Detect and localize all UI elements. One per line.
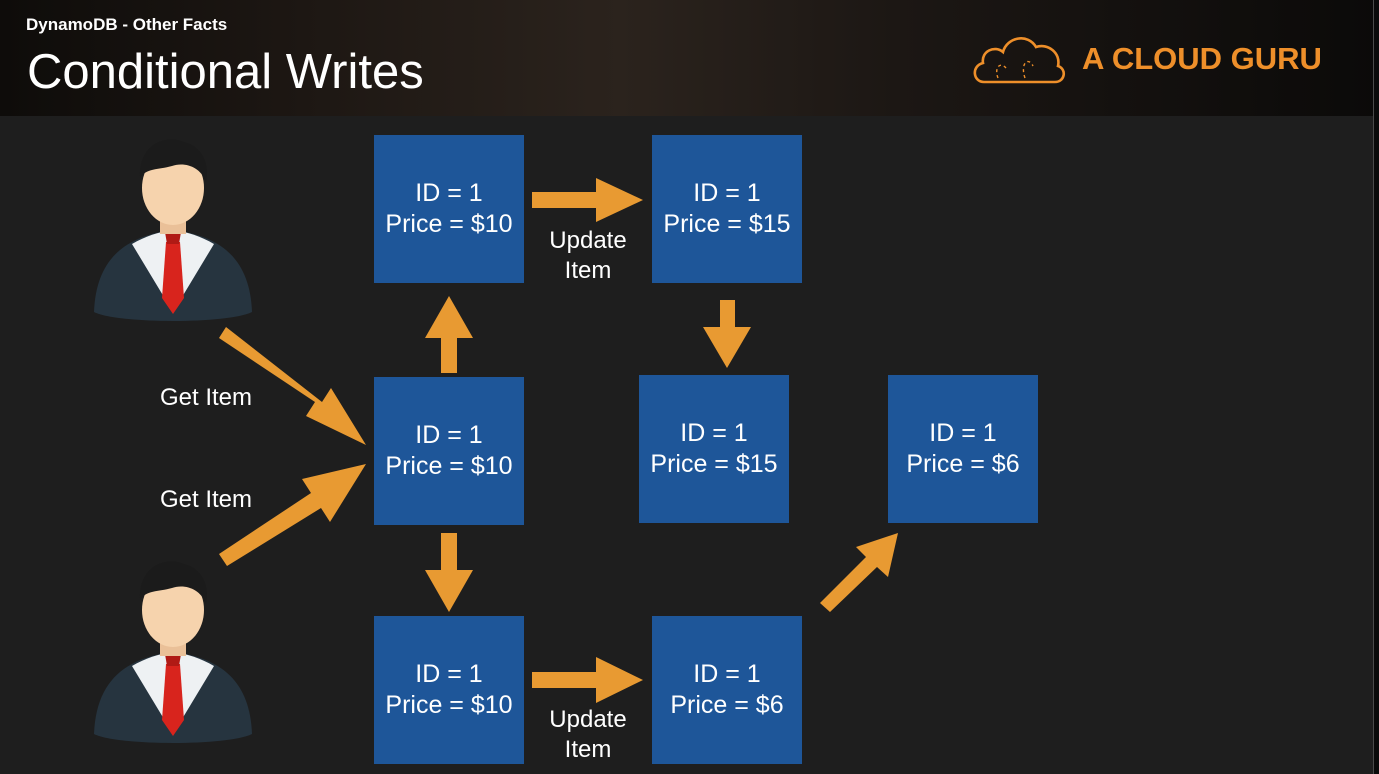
page-title: Conditional Writes bbox=[27, 45, 424, 99]
item-box-bottom-left: ID = 1 Price = $10 bbox=[374, 616, 524, 764]
breadcrumb: DynamoDB - Other Facts bbox=[26, 15, 228, 34]
window-edge bbox=[1373, 0, 1379, 774]
item-box-middle-center: ID = 1 Price = $15 bbox=[639, 375, 789, 523]
item-id: ID = 1 bbox=[929, 419, 997, 447]
item-price: Price = $10 bbox=[385, 691, 513, 719]
item-id: ID = 1 bbox=[415, 179, 483, 207]
update-item-label: Update Item bbox=[540, 705, 636, 765]
arrow-up-icon bbox=[425, 296, 473, 373]
item-price: Price = $6 bbox=[906, 450, 1020, 478]
item-price: Price = $10 bbox=[385, 210, 513, 238]
item-box-top-left: ID = 1 Price = $10 bbox=[374, 135, 524, 283]
businessman-icon bbox=[94, 561, 252, 743]
arrow-down-icon bbox=[425, 533, 473, 612]
update-label-line: Update bbox=[549, 706, 627, 733]
arrow-down-icon bbox=[703, 300, 751, 368]
item-id: ID = 1 bbox=[693, 660, 761, 688]
get-item-label: Get Item bbox=[159, 486, 253, 513]
item-box-top-right: ID = 1 Price = $15 bbox=[652, 135, 802, 283]
item-id: ID = 1 bbox=[415, 660, 483, 688]
get-item-label: Get Item bbox=[159, 384, 253, 411]
item-id: ID = 1 bbox=[680, 419, 748, 447]
arrow-right-icon bbox=[532, 178, 643, 222]
item-box-bottom-right: ID = 1 Price = $6 bbox=[652, 616, 802, 764]
item-box-middle-right: ID = 1 Price = $6 bbox=[888, 375, 1038, 523]
update-label-line: Update bbox=[549, 227, 627, 254]
cloud-logo-icon bbox=[973, 37, 1065, 84]
arrow-diagonal-icon bbox=[219, 327, 366, 445]
item-price: Price = $10 bbox=[385, 452, 513, 480]
user-avatar-1 bbox=[88, 130, 258, 330]
update-label-line: Item bbox=[564, 736, 612, 763]
logo-text: A CLOUD GURU bbox=[1082, 41, 1322, 76]
slide-header: DynamoDB - Other Facts Conditional Write… bbox=[0, 0, 1379, 116]
arrow-diagonal-icon bbox=[219, 464, 366, 566]
update-item-label: Update Item bbox=[540, 226, 636, 286]
businessman-icon bbox=[94, 139, 252, 321]
arrow-diagonal-icon bbox=[820, 533, 898, 612]
item-box-middle-left: ID = 1 Price = $10 bbox=[374, 377, 524, 525]
item-id: ID = 1 bbox=[415, 421, 483, 449]
arrow-right-icon bbox=[532, 657, 643, 703]
item-price: Price = $15 bbox=[663, 210, 791, 238]
update-label-line: Item bbox=[564, 257, 612, 284]
user-avatar-2 bbox=[88, 552, 258, 752]
item-id: ID = 1 bbox=[693, 179, 761, 207]
item-price: Price = $6 bbox=[670, 691, 784, 719]
item-price: Price = $15 bbox=[650, 450, 778, 478]
